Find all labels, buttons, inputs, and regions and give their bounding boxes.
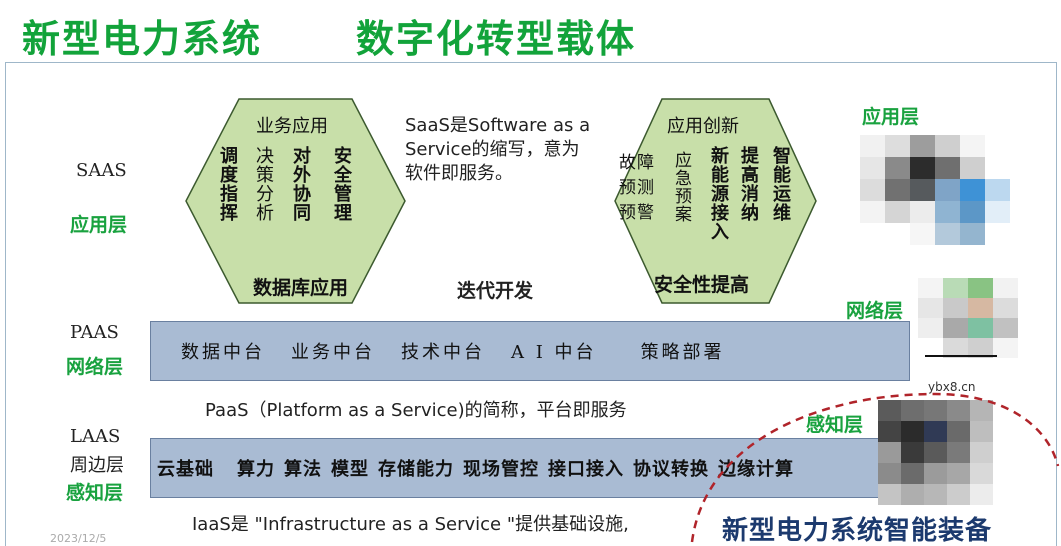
paas-item-ai-center: A I 中台 [511, 342, 597, 363]
net-layer-label: 网络层 [66, 356, 124, 378]
hex-right-col-2: 应急预案 [671, 151, 691, 223]
hex-left-col-1: 调度指挥 [217, 146, 238, 222]
laas-description: IaaS是 "Infrastructure as a Service "提供基础… [192, 514, 629, 535]
slide-date: 2023/12/5 [50, 532, 107, 545]
paas-item-business-center: 业务中台 [291, 342, 375, 363]
title-right: 数字化转型载体 [356, 17, 637, 61]
iterative-dev-label: 迭代开发 [457, 280, 534, 302]
laas-item-algorithm: 算法 [284, 459, 322, 480]
innovation-hexagon [614, 98, 817, 304]
paas-item-strategy: 策略部署 [640, 342, 725, 363]
right-net-layer-label: 网络层 [846, 300, 904, 322]
app-layer-image [860, 135, 1010, 245]
laas-label: LAAS [70, 426, 121, 447]
paas-label: PAAS [70, 322, 119, 343]
hex-right-col-3: 新能源接入 [708, 146, 729, 241]
laas-band: 云基础 算力 算法 模型 存储能力 现场管控 接口接入 协议转换 边缘计算 [150, 438, 910, 498]
laas-item-model: 模型 [331, 459, 369, 480]
paas-item-tech-center: 技术中台 [401, 342, 485, 363]
app-layer-label: 应用层 [70, 214, 128, 236]
business-hexagon [185, 98, 406, 304]
hex-left-col-2: 决策分析 [253, 146, 274, 222]
paas-description: PaaS（Platform as a Service)的简称，平台即服务 [205, 400, 627, 421]
saas-description: SaaS是Software as a Service的缩写，意为 软件即服务。 [405, 114, 590, 186]
bottom-title: 新型电力系统智能装备 [722, 516, 993, 546]
title-left: 新型电力系统 [22, 17, 263, 61]
sense-layer-label: 感知层 [66, 482, 124, 504]
hex-left-col-3: 对外协同 [290, 146, 311, 222]
laas-item-storage: 存储能力 [378, 459, 454, 480]
saas-desc-line-2: Service的缩写，意为 [405, 139, 580, 160]
net-layer-image [918, 278, 1018, 358]
laas-item-cloud: 云基础 [157, 459, 214, 480]
highlight-ellipse [690, 392, 1060, 543]
business-hex-footer: 数据库应用 [253, 277, 349, 299]
paas-band: 数据中台 业务中台 技术中台 A I 中台 策略部署 [150, 321, 910, 381]
laas-item-interface: 接口接入 [548, 459, 624, 480]
hex-right-col-1: 故障预测预警 [619, 153, 655, 223]
laas-item-protocol: 协议转换 [633, 459, 709, 480]
hex-right-col-5: 智能运维 [770, 146, 791, 222]
saas-label: SAAS [76, 160, 127, 181]
saas-desc-line-3: 软件即服务。 [405, 163, 513, 184]
business-hex-title: 业务应用 [256, 116, 328, 137]
laas-item-compute: 算力 [237, 459, 275, 480]
innovation-hex-title: 应用创新 [667, 116, 739, 137]
hex-left-col-4: 安全管理 [331, 146, 352, 222]
laas-item-edge: 边缘计算 [718, 459, 794, 480]
peripheral-label: 周边层 [70, 455, 124, 476]
paas-item-data-center: 数据中台 [181, 342, 265, 363]
watermark: ybx8.cn [928, 380, 976, 394]
hex-right-col-4: 提高消纳 [738, 146, 759, 222]
innovation-hex-footer: 安全性提高 [654, 274, 750, 296]
right-app-layer-label: 应用层 [862, 106, 920, 128]
saas-desc-line-1: SaaS是Software as a [405, 115, 591, 136]
right-sense-layer-label: 感知层 [806, 414, 864, 436]
slide-frame [5, 62, 1057, 546]
net-layer-image-underline [925, 355, 997, 357]
laas-item-field-control: 现场管控 [463, 459, 539, 480]
sense-layer-image [878, 400, 993, 505]
